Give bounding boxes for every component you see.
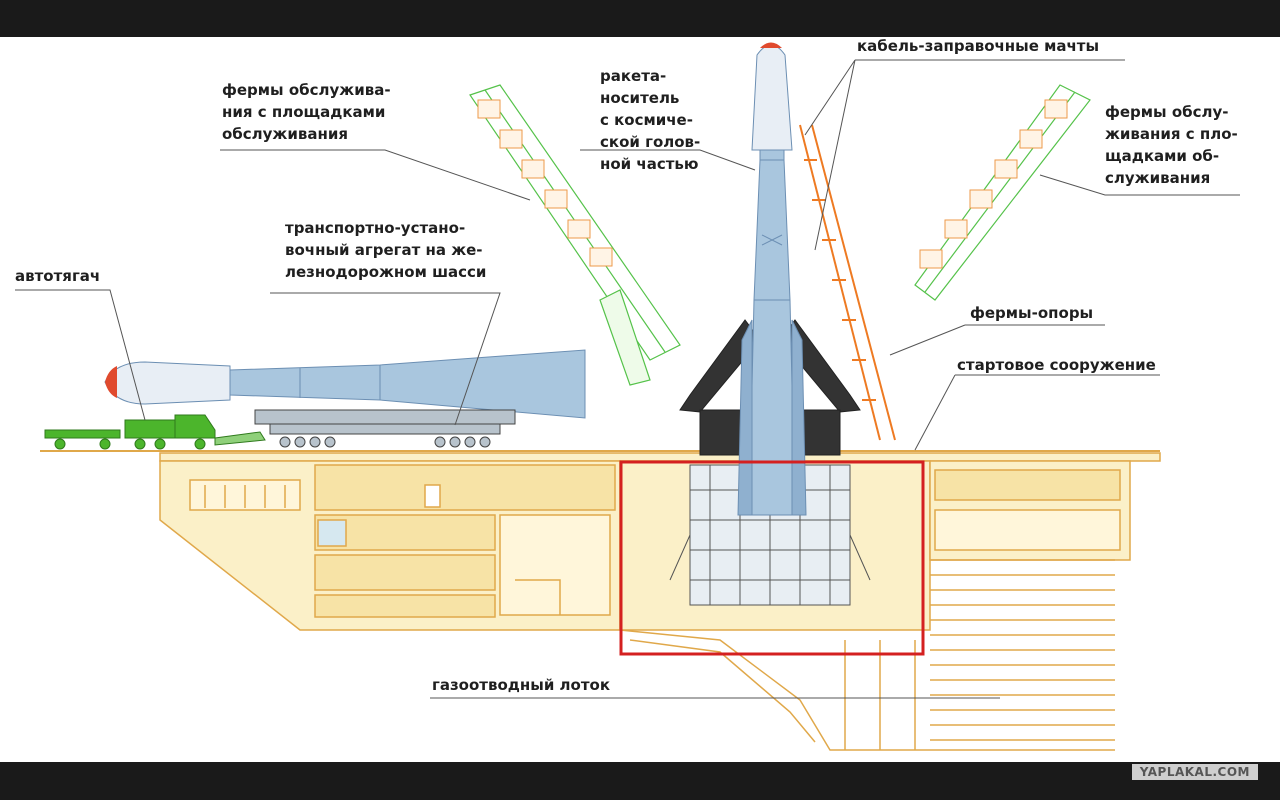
horizontal-rocket xyxy=(104,349,586,419)
label-transporter-erector: транспортно-устано- вочный агрегат на же… xyxy=(285,219,487,281)
label-service-trusses-left: фермы обслужива- ния с площадками обслуж… xyxy=(222,81,391,143)
bottom-letterbox: YAPLAKAL.COM xyxy=(0,762,1280,800)
label-launch-structure: стартовое сооружение xyxy=(957,356,1156,374)
service-platforms xyxy=(477,99,1068,269)
cable-fueling-mast xyxy=(799,124,896,441)
label-launch-vehicle: ракета- носитель с космиче- ской голов- … xyxy=(600,67,701,173)
label-tractor: автотягач xyxy=(15,267,101,285)
label-support-trusses: фермы-опоры xyxy=(970,304,1094,322)
label-flame-trench: газоотводный лоток xyxy=(432,676,611,694)
launch-complex-diagram: фермы обслужива- ния с площадками обслуж… xyxy=(0,37,1280,762)
tractor-vehicle xyxy=(44,414,266,450)
label-cable-fueling-masts: кабель-заправочные мачты xyxy=(857,37,1100,55)
top-letterbox xyxy=(0,0,1280,37)
flame-trench xyxy=(619,559,1115,751)
launch-structure-body xyxy=(159,452,1161,631)
label-service-trusses-right: фермы обслу- живания с пло- щадками об- … xyxy=(1105,103,1238,187)
leader-lines xyxy=(15,59,1240,699)
service-truss-right xyxy=(914,84,1091,301)
diagram-drawing xyxy=(15,42,1240,751)
highlight-frame xyxy=(619,460,925,656)
vertical-rocket xyxy=(737,42,807,516)
watermark-logo: YAPLAKAL.COM xyxy=(1131,764,1258,780)
transporter-erector xyxy=(254,409,516,448)
